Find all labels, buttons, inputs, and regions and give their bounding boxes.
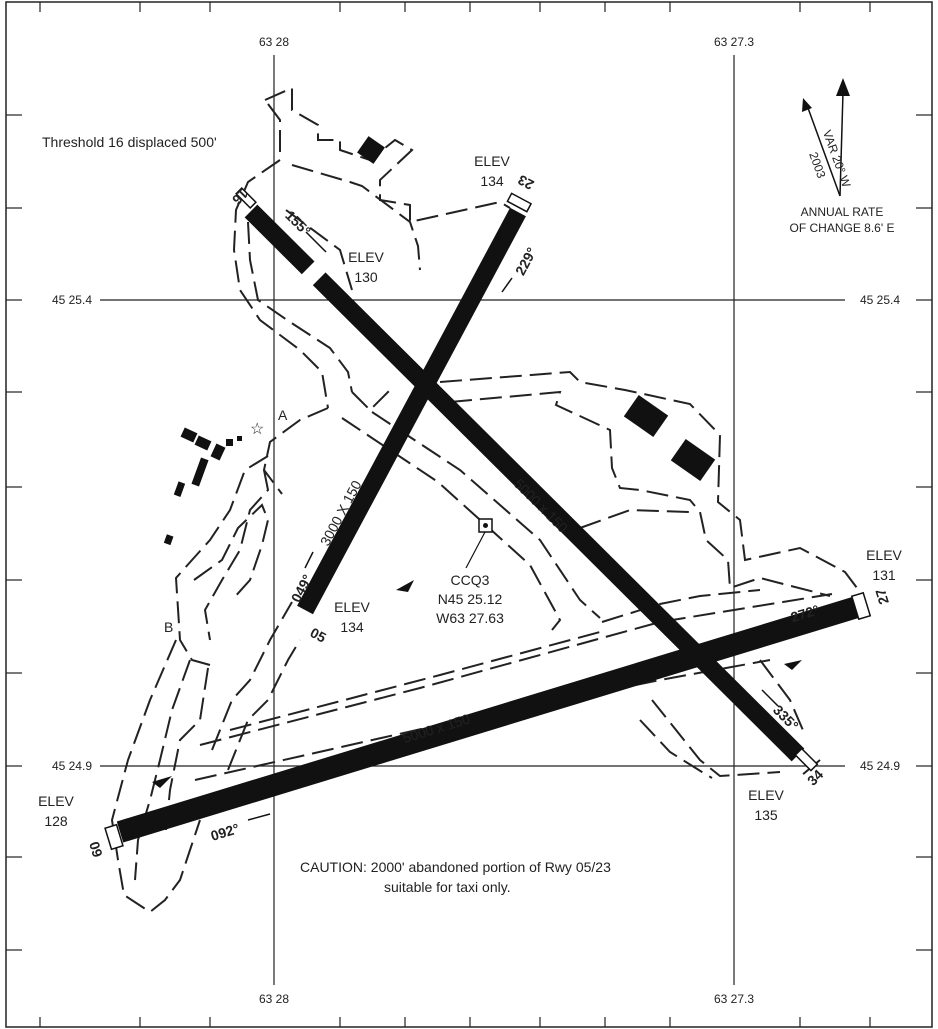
svg-text:ELEV: ELEV bbox=[474, 153, 510, 169]
north-arrow bbox=[802, 78, 850, 197]
lat-label-top-right: 45 25.4 bbox=[860, 293, 900, 307]
heading-arrow-092 bbox=[247, 813, 271, 821]
caution-note-line2: suitable for taxi only. bbox=[384, 879, 511, 895]
reference-point-lon: W63 27.63 bbox=[436, 610, 504, 626]
caution-note-line1: CAUTION: 2000' abandoned portion of Rwy … bbox=[300, 859, 611, 875]
lon-label-bottom-right: 63 27.3 bbox=[714, 992, 754, 1006]
svg-text:130: 130 bbox=[354, 269, 378, 285]
svg-text:128: 128 bbox=[44, 813, 68, 829]
diagram-border bbox=[5, 1, 933, 1028]
runway-09-27 bbox=[116, 596, 861, 843]
taxiway-label-a: A bbox=[278, 407, 288, 423]
runway-number-05: 05 bbox=[308, 624, 329, 646]
svg-text:ELEV: ELEV bbox=[334, 599, 370, 615]
lon-label-top-left: 63 28 bbox=[259, 35, 289, 49]
reference-point-id: CCQ3 bbox=[451, 572, 490, 588]
annual-rate-line2: OF CHANGE 8.6' E bbox=[790, 221, 895, 235]
runway-number-09: 09 bbox=[86, 840, 106, 860]
direction-arrow-icon bbox=[152, 776, 172, 788]
variation-label: VAR 20° W bbox=[820, 128, 854, 190]
lat-label-bottom-left: 45 24.9 bbox=[52, 759, 92, 773]
runway-number-23: 23 bbox=[515, 172, 536, 194]
annual-rate-line1: ANNUAL RATE bbox=[801, 205, 884, 219]
heading-092: 092° bbox=[209, 820, 241, 844]
svg-text:134: 134 bbox=[480, 173, 504, 189]
svg-text:135: 135 bbox=[754, 807, 778, 823]
runway-16-threshold-gap bbox=[300, 260, 327, 287]
lat-lon-grid bbox=[6, 55, 932, 985]
runways bbox=[116, 204, 861, 843]
lat-label-top-left: 45 25.4 bbox=[52, 293, 92, 307]
buildings bbox=[163, 136, 716, 546]
beacon-icon: ☆ bbox=[250, 421, 264, 438]
heading-229: 229° bbox=[512, 245, 540, 278]
runway-number-27: 27 bbox=[872, 587, 892, 607]
lon-label-bottom-left: 63 28 bbox=[259, 992, 289, 1006]
svg-text:ELEV: ELEV bbox=[38, 793, 74, 809]
svg-text:134: 134 bbox=[340, 619, 364, 635]
svg-text:131: 131 bbox=[872, 567, 896, 583]
runway-05-23 bbox=[297, 207, 526, 615]
svg-text:ELEV: ELEV bbox=[866, 547, 902, 563]
heading-arrow-049 bbox=[304, 551, 314, 569]
threshold-note: Threshold 16 displaced 500' bbox=[42, 134, 217, 150]
lon-label-top-right: 63 27.3 bbox=[714, 35, 754, 49]
direction-arrow-icon bbox=[784, 660, 802, 670]
runway-end-caps bbox=[104, 187, 872, 851]
heading-arrow-155 bbox=[305, 231, 327, 253]
taxiway-label-b: B bbox=[164, 619, 173, 635]
heading-arrow-272 bbox=[763, 619, 787, 627]
svg-text:ELEV: ELEV bbox=[348, 249, 384, 265]
heading-arrow-229 bbox=[501, 277, 513, 293]
lat-label-bottom-right: 45 24.9 bbox=[860, 759, 900, 773]
dimension-runway-16-34: 5000 x 150 bbox=[511, 475, 571, 535]
direction-arrow-icon bbox=[396, 580, 414, 592]
elevation-labels: ELEV 134 ELEV 130 ELEV 134 ELEV 131 ELEV… bbox=[38, 153, 902, 829]
svg-text:ELEV: ELEV bbox=[748, 787, 784, 803]
reference-point-lat: N45 25.12 bbox=[438, 591, 503, 607]
border-ticks bbox=[6, 2, 932, 1027]
heading-arrow-335 bbox=[761, 689, 779, 707]
